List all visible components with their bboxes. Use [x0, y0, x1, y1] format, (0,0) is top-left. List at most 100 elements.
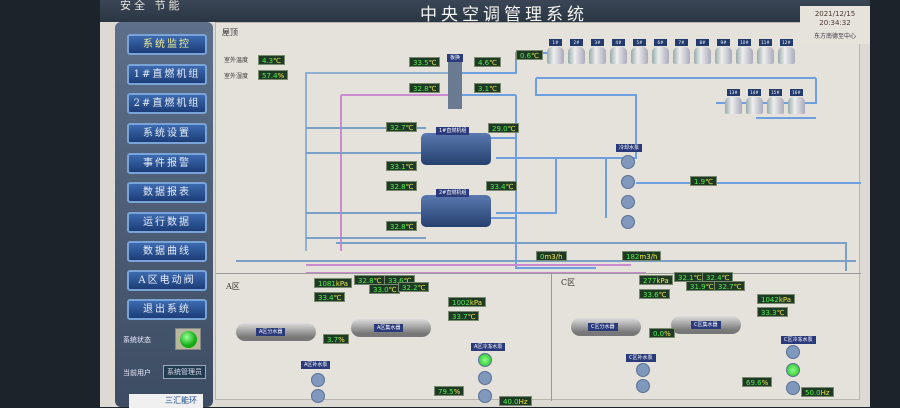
cooling-tower[interactable]: 10#	[735, 39, 753, 65]
readout-c-r4: 32.7℃	[714, 281, 746, 291]
cooling-tower[interactable]: 9#	[714, 39, 732, 65]
outdoor-temp-label: 室外温度	[224, 57, 249, 64]
cooling-tower[interactable]: 7#	[672, 39, 690, 65]
date: 2021/12/15	[814, 10, 856, 18]
readout-c-valve2: 69.6%	[742, 377, 773, 387]
cooling-pump-1[interactable]	[621, 155, 635, 169]
nav-button-2[interactable]: 1#直燃机组	[127, 64, 207, 85]
nav-button-9[interactable]: A区电动阀	[127, 270, 207, 291]
readout-c1-out: 29.0℃	[488, 123, 520, 133]
outdoor-humidity: 57.4%	[258, 70, 289, 80]
cooling-tower[interactable]: 2#	[567, 39, 585, 65]
readout-a-t: 33.4℃	[314, 292, 346, 302]
exchanger-tag: 板换	[447, 54, 464, 62]
nav-button-5[interactable]: 事件报警	[127, 153, 207, 174]
diagram-panel: 屋顶 室外温度 4.3℃ 室外湿度 57.4% 板换 1#直燃机组 2#直燃机组…	[215, 22, 861, 406]
c-chw-pump-3[interactable]	[786, 381, 800, 395]
tower-icon	[568, 47, 585, 64]
tower-label: 6#	[654, 39, 667, 46]
nav-button-8[interactable]: 数据曲线	[127, 241, 207, 262]
readout-ex-in2: 32.8℃	[409, 83, 441, 93]
readout-a-r4: 32.2℃	[398, 282, 430, 292]
a-chw-pump-2[interactable]	[478, 371, 492, 385]
cooling-tower[interactable]: 5#	[630, 39, 648, 65]
c-chw-pump-tag: C区冷冻水泵	[781, 336, 816, 344]
tower-label: 11#	[759, 39, 772, 46]
readout-flow2: 182m3/h	[622, 251, 662, 261]
readout-a-hz: 40.0Hz	[499, 396, 532, 406]
tower-icon	[631, 47, 648, 64]
tower-label: 3#	[591, 39, 604, 46]
cooling-tower[interactable]: 3#	[588, 39, 606, 65]
nav-button-7[interactable]: 运行数据	[127, 212, 207, 233]
chiller-2-tag: 2#直燃机组	[436, 189, 470, 197]
tower-label: 9#	[717, 39, 730, 46]
cooling-tower[interactable]: 15#	[766, 89, 784, 115]
a-chw-pump-1[interactable]	[478, 353, 492, 367]
cooling-pump-2[interactable]	[621, 175, 635, 189]
c-makeup-pump-1[interactable]	[636, 363, 650, 377]
org-name: 东方南德至中心	[813, 33, 856, 40]
c-makeup-pump-tag: C区补水泵	[626, 354, 656, 362]
cooling-tower[interactable]: 13#	[724, 89, 742, 115]
c-chw-pump-1[interactable]	[786, 345, 800, 359]
nav-button-1[interactable]: 系统监控	[127, 34, 207, 55]
tower-icon	[589, 47, 606, 64]
cooling-tower[interactable]: 1#	[546, 39, 564, 65]
app-title: 中央空调管理系统	[420, 5, 588, 25]
tower-label: 2#	[570, 39, 583, 46]
outdoor-humidity-label: 室外湿度	[224, 73, 249, 80]
a-chw-pump-3[interactable]	[478, 389, 492, 403]
zone-a-label: A区	[226, 282, 240, 291]
chiller-1[interactable]	[421, 133, 491, 165]
readout-a-valve: 3.7%	[323, 334, 349, 344]
readout-c1-in: 32.7℃	[386, 122, 418, 132]
readout-c2-in2: 32.8℃	[386, 221, 418, 231]
nav-button-4[interactable]: 系统设置	[127, 123, 207, 144]
tower-icon	[767, 97, 784, 114]
nav-button-6[interactable]: 数据报表	[127, 182, 207, 203]
tower-icon	[673, 47, 690, 64]
tower-label: 7#	[675, 39, 688, 46]
c-makeup-pump-2[interactable]	[636, 379, 650, 393]
tower-icon	[746, 97, 763, 114]
cooling-tower[interactable]: 14#	[745, 89, 763, 115]
nav-button-3[interactable]: 2#直燃机组	[127, 93, 207, 114]
sidebar: 系统监控 1#直燃机组 2#直燃机组系统设置事件报警数据报表运行数据数据曲线 A区电动…	[115, 22, 213, 408]
tower-icon	[715, 47, 732, 64]
readout-c-p2: 1042kPa	[757, 294, 796, 304]
a-supply-tag: A区分水器	[256, 328, 286, 336]
tower-label: 10#	[738, 39, 751, 46]
cooling-tower[interactable]: 8#	[693, 39, 711, 65]
c-chw-pump-2[interactable]	[786, 363, 800, 377]
a-makeup-pump-2[interactable]	[311, 389, 325, 403]
tower-icon	[547, 47, 564, 64]
tower-label: 15#	[769, 89, 782, 96]
cooling-pump-3[interactable]	[621, 195, 635, 209]
cooling-tower[interactable]: 11#	[756, 39, 774, 65]
a-chw-pump-tag: A区冷冻水泵	[471, 343, 506, 351]
tower-icon	[694, 47, 711, 64]
tower-label: 12#	[780, 39, 793, 46]
tower-icon	[788, 97, 805, 114]
tower-label: 1#	[549, 39, 562, 46]
cooling-tower[interactable]: 4#	[609, 39, 627, 65]
readout-c-p: 277kPa	[639, 275, 673, 285]
datetime-panel: 2021/12/15 20:34:32 东方南德至中心	[800, 6, 870, 44]
readout-tower-t: 0.6℃	[516, 50, 544, 60]
cooling-tower[interactable]: 16#	[787, 89, 805, 115]
cooling-pump-tag: 冷却水泵	[616, 144, 643, 152]
cooling-tower[interactable]: 6#	[651, 39, 669, 65]
nav-button-10[interactable]: 退出系统	[127, 299, 207, 320]
c-return-tag: C区集水器	[691, 321, 721, 329]
tower-icon	[778, 47, 795, 64]
readout-c-valve: 0.0%	[649, 328, 675, 338]
cooling-tower[interactable]: 12#	[777, 39, 795, 65]
zone-c-label: C区	[561, 278, 576, 287]
cooling-pump-4[interactable]	[621, 215, 635, 229]
readout-c-hz: 50.0Hz	[801, 387, 834, 397]
chiller-2[interactable]	[421, 195, 491, 227]
a-makeup-pump-1[interactable]	[311, 373, 325, 387]
company-logo: 三汇能环	[129, 394, 203, 408]
readout-flow1: 0m3/h	[536, 251, 567, 261]
